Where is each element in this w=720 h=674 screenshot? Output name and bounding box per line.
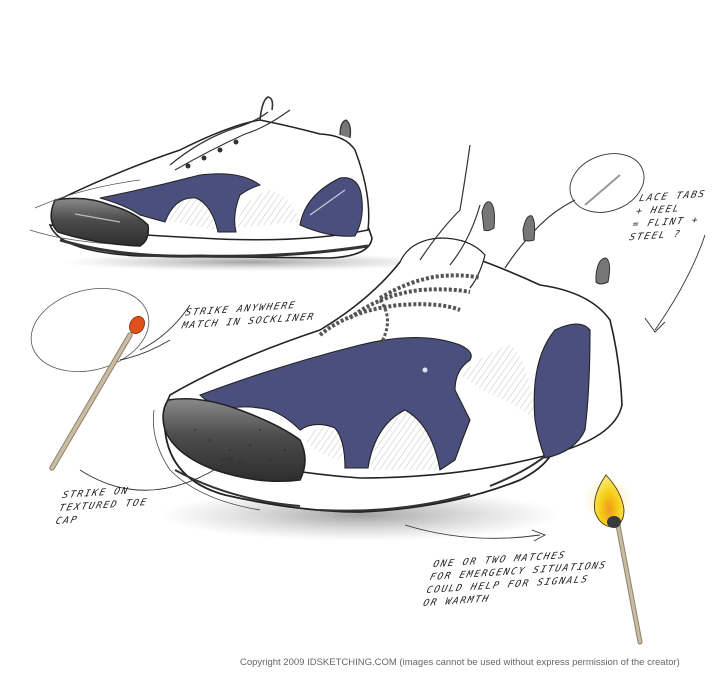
annotation-textured-toe: STRIKE ON TEXTURED TOE CAP — [54, 485, 149, 527]
side-view-shoe — [29, 96, 440, 271]
annotation-callouts — [79, 153, 706, 542]
copyright-notice: Copyright 2009 IDSKETCHING.COM (images c… — [240, 657, 680, 668]
lit-match — [584, 474, 643, 645]
unlit-match — [30, 287, 191, 471]
three-quarter-view-shoe — [153, 144, 623, 541]
